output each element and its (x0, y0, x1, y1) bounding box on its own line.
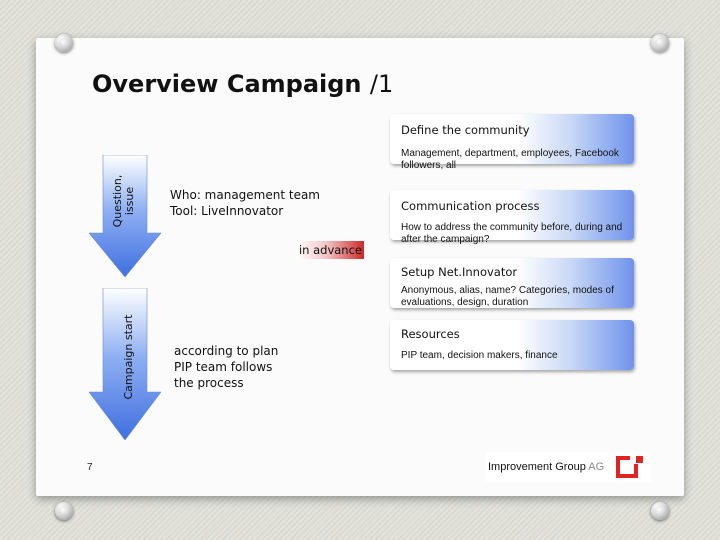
brand-name: Improvement Group AG (488, 461, 604, 473)
brand-text: Improvement Group (488, 461, 586, 473)
question-arrow-icon (89, 155, 161, 277)
who-tool-text: Who: management team Tool: LiveInnovator (170, 187, 320, 219)
according-to-plan-text: according to plan PIP team follows the p… (174, 343, 278, 391)
page-number: 7 (87, 462, 93, 473)
arrow-label-question: Question, issue (111, 166, 138, 236)
plan-line: according to plan (174, 344, 279, 358)
step-heading: Setup Net.Innovator (401, 265, 518, 279)
step-detail: How to address the community before, dur… (401, 222, 623, 245)
in-advance-label: in advance (296, 241, 364, 259)
step-detail: Anonymous, alias, name? Categories, mode… (401, 285, 614, 308)
step-box-communication (390, 190, 634, 240)
arrow-label-line: issue (123, 186, 136, 216)
step-detail: PIP team, decision makers, finance (401, 350, 558, 361)
campaign-start-arrow-icon (89, 288, 161, 440)
step-box-resources (390, 320, 634, 370)
tool-line: Tool: LiveInnovator (170, 204, 284, 218)
step-box-setup-netinnovator (390, 258, 634, 308)
who-line: Who: management team (170, 188, 320, 202)
step-heading: Communication process (401, 199, 540, 213)
pushpin-icon (55, 34, 73, 52)
page-title: Overview Campaign /1 (92, 70, 393, 98)
title-suffix: /1 (369, 70, 394, 98)
pushpin-icon (55, 502, 73, 520)
footer-logo: Improvement Group AG (486, 452, 651, 482)
step-box-define-community (390, 114, 634, 164)
plan-line: PIP team follows (174, 360, 273, 374)
step-detail: Management, department, employees, Faceb… (401, 148, 619, 171)
arrow-label-campaign-start: Campaign start (122, 314, 135, 400)
pushpin-icon (651, 34, 669, 52)
title-main: Overview Campaign (92, 70, 362, 98)
improvement-group-logo-icon (616, 454, 643, 478)
plan-line: the process (174, 376, 244, 390)
step-heading: Define the community (401, 123, 530, 137)
pushpin-icon (651, 502, 669, 520)
step-heading: Resources (401, 327, 460, 341)
brand-suffix: AG (588, 461, 605, 473)
